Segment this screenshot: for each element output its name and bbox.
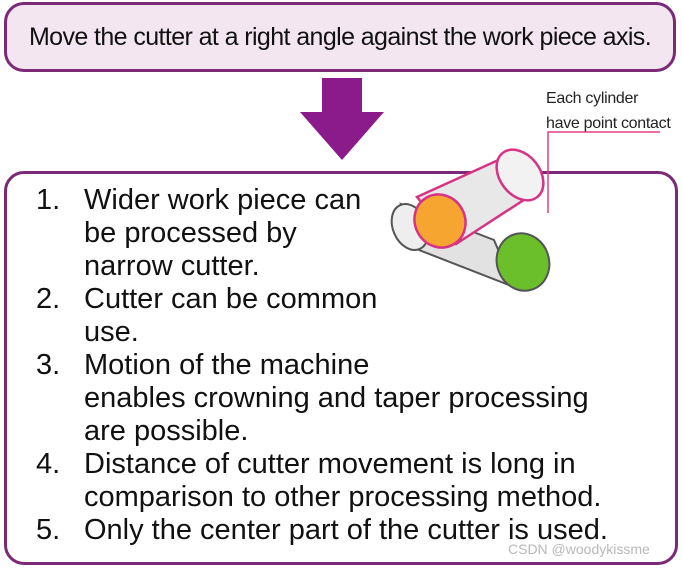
benefits-list: 1. Wider work piece can be processed by … xyxy=(36,184,676,547)
list-item-line: Cutter can be common xyxy=(84,283,378,315)
list-item-text: Distance of cutter movement is long in c… xyxy=(84,448,676,514)
list-item-number: 3. xyxy=(36,349,61,381)
list-item-line: use. xyxy=(84,316,139,348)
list-item-line: Wider work piece can xyxy=(84,184,362,216)
list-item-number: 2. xyxy=(36,283,61,315)
watermark: CSDN @woodykissme xyxy=(508,541,650,557)
list-item-text: Cutter can be common use. xyxy=(84,283,676,349)
list-item-line: Only the center part of the cutter is us… xyxy=(84,514,608,546)
header-text: Move the cutter at a right angle against… xyxy=(28,22,652,51)
list-item-number: 5. xyxy=(36,514,61,546)
list-item-line: Motion of the machine xyxy=(84,349,370,381)
callout-line: have point contact xyxy=(546,115,671,132)
callout-line: Each cylinder xyxy=(546,90,639,107)
header-box: Move the cutter at a right angle against… xyxy=(4,2,676,72)
list-item: 5. Only the center part of the cutter is… xyxy=(36,514,676,547)
list-item: 4. Distance of cutter movement is long i… xyxy=(36,448,676,514)
list-item: 2. Cutter can be common use. xyxy=(36,283,676,349)
list-item-line: Distance of cutter movement is long in xyxy=(84,448,576,480)
list-item-line: comparison to other processing method. xyxy=(84,481,602,513)
list-item-number: 1. xyxy=(36,184,61,216)
list-item-line: are possible. xyxy=(84,415,249,447)
list-item-line: narrow cutter. xyxy=(84,250,260,282)
list-item-text: Only the center part of the cutter is us… xyxy=(84,514,676,547)
list-item-text: Motion of the machine enables crowning a… xyxy=(84,349,676,448)
list-item-number: 4. xyxy=(36,448,61,480)
cylinder-callout: Each cylinder have point contact xyxy=(546,86,678,136)
list-item-line: be processed by xyxy=(84,217,297,249)
down-arrow-icon xyxy=(300,78,384,160)
list-item-line: enables crowning and taper processing xyxy=(84,382,589,414)
list-item: 1. Wider work piece can be processed by … xyxy=(36,184,676,283)
list-item-text: Wider work piece can be processed by nar… xyxy=(84,184,676,283)
benefits-box xyxy=(4,171,678,565)
list-item: 3. Motion of the machine enables crownin… xyxy=(36,349,676,448)
